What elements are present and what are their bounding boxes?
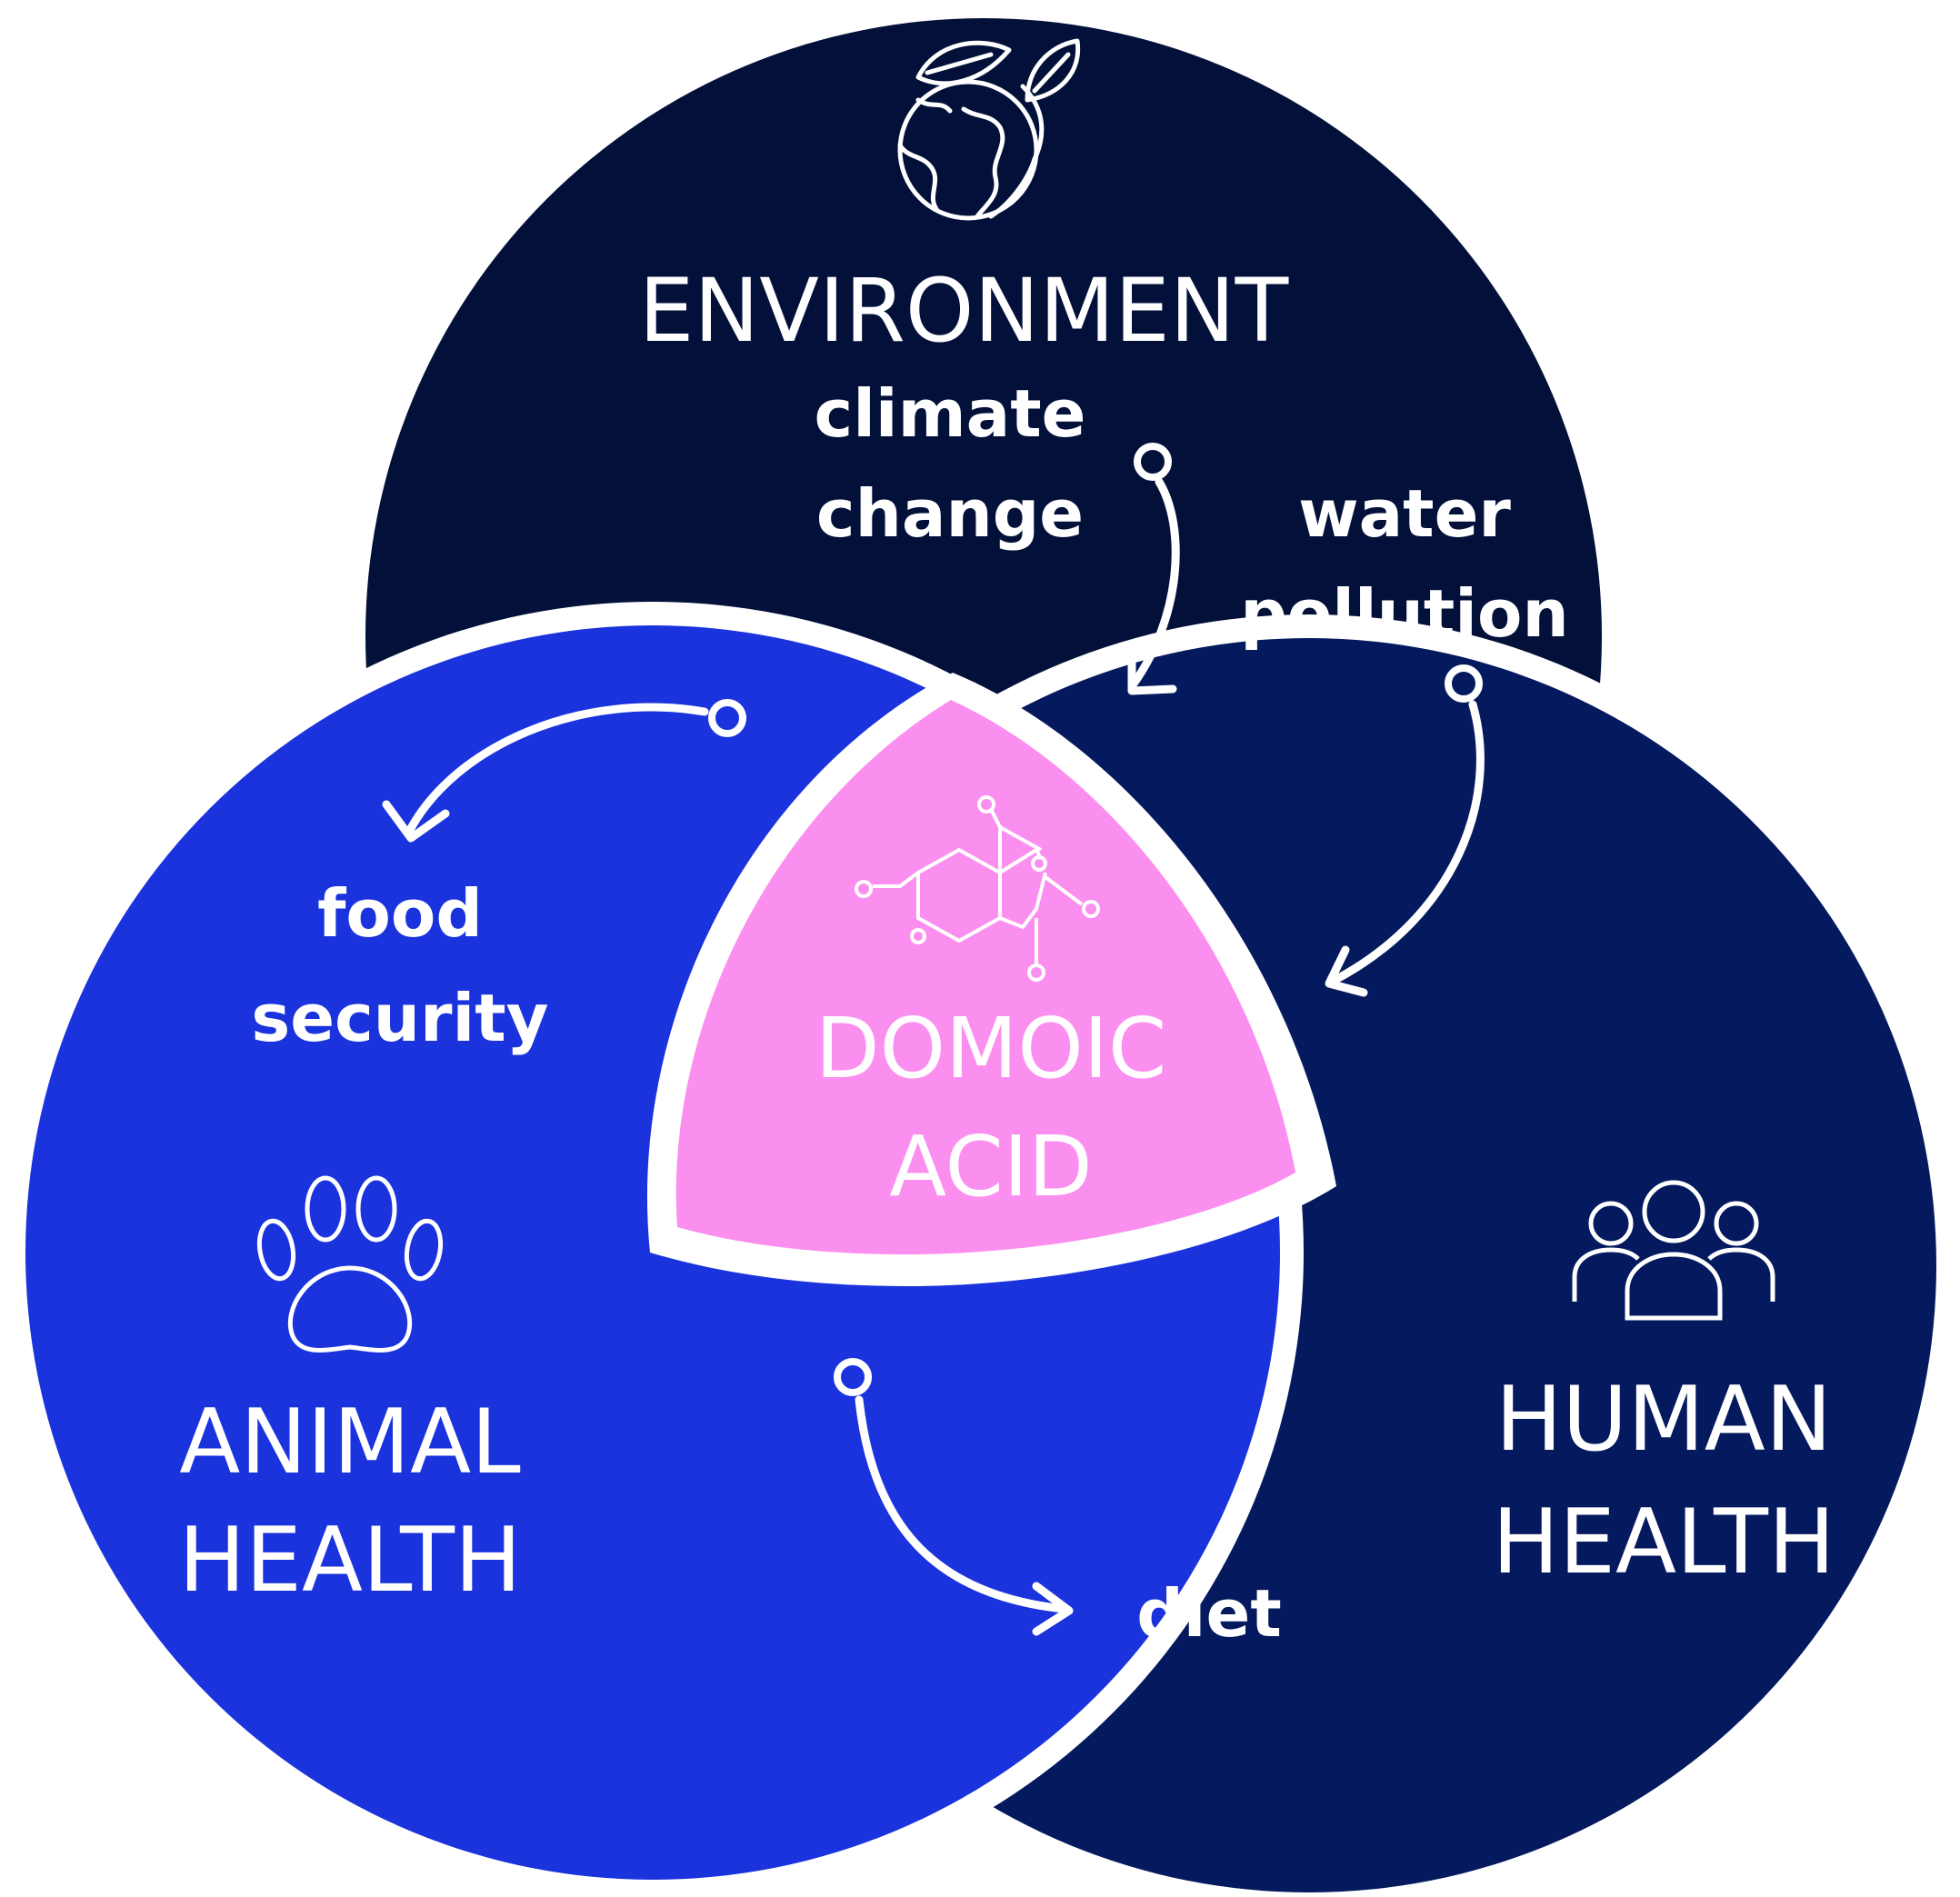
water-pollution-arrow (1325, 664, 1485, 997)
diet-arrow (834, 1358, 1074, 1636)
climate-change-line1: climate (815, 375, 1086, 452)
climate-change-arrow (1127, 443, 1180, 695)
food-security-line1: food (317, 875, 483, 952)
climate-change-line2: change (816, 475, 1084, 552)
domoic-acid-line2: ACID (889, 1118, 1093, 1215)
water-pollution-line2: pollution (1240, 575, 1568, 652)
earth-leaves-icon (897, 38, 1081, 221)
domoic-acid-line1: DOMOIC (815, 1000, 1166, 1097)
water-pollution-line1: water (1298, 475, 1511, 552)
paw-icon (256, 1175, 444, 1353)
people-group-icon (1572, 1180, 1775, 1321)
animal-health-line2: HEALTH (178, 1509, 521, 1612)
domoic-acid-region (675, 700, 1295, 1254)
food-security-arrow (382, 699, 746, 843)
human-health-line1: HUMAN (1495, 1368, 1832, 1472)
animal-health-line1: ANIMAL (179, 1391, 521, 1494)
human-health-line2: HEALTH (1492, 1491, 1835, 1594)
environment-title: ENVIRONMENT (639, 260, 1289, 362)
molecule-icon (855, 795, 1100, 982)
diet-label: diet (1136, 1575, 1281, 1652)
food-security-line2: security (251, 980, 548, 1056)
